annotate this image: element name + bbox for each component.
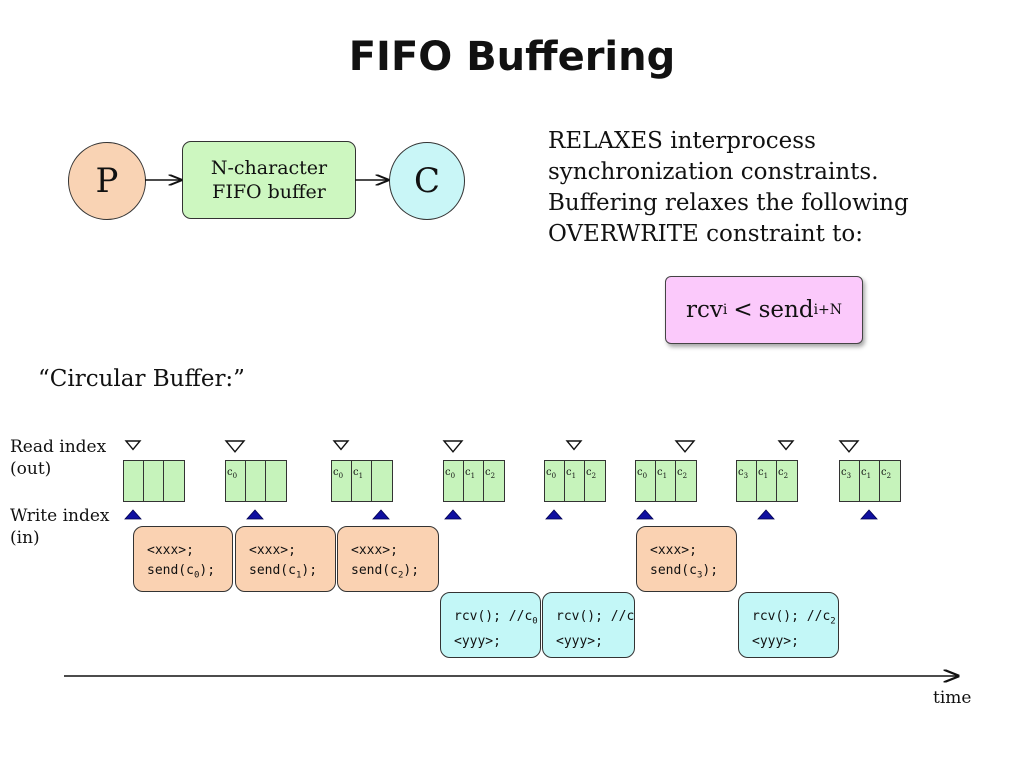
write-index-label-line1: Write index bbox=[10, 506, 110, 526]
constraint-rhs: send bbox=[758, 297, 814, 323]
rcv-line2: <yyy>; bbox=[556, 633, 603, 649]
buffer-cell bbox=[144, 461, 164, 501]
send-line1: <xxx>; bbox=[147, 543, 194, 558]
buffer-cell: c0 bbox=[226, 461, 246, 501]
send-block: <xxx>; send(c0); bbox=[133, 526, 233, 592]
description-line-3: Buffering relaxes the following bbox=[548, 190, 909, 216]
write-index-marker bbox=[545, 509, 563, 520]
send-block: <xxx>; send(c1); bbox=[235, 526, 336, 592]
producer-node: P bbox=[68, 142, 146, 220]
rcv-block: rcv(); //c2 <yyy>; bbox=[738, 592, 839, 658]
rcv-block: rcv(); //c1 <yyy>; bbox=[542, 592, 635, 658]
read-index-marker bbox=[442, 440, 464, 453]
buffer-cell: c2 bbox=[677, 467, 688, 480]
buffer-snapshot bbox=[123, 460, 185, 502]
consumer-node: C bbox=[389, 142, 465, 220]
fifo-buffer-label-line2: FIFO buffer bbox=[212, 181, 326, 203]
write-index-marker bbox=[444, 509, 462, 520]
write-index-label: Write index (in) bbox=[10, 505, 110, 549]
buffer-cell: c2 bbox=[778, 467, 789, 480]
buffer-snapshot: c0 bbox=[225, 460, 287, 502]
rcv-line1: rcv(); //c1 bbox=[556, 609, 635, 624]
buffer-cell: c1 bbox=[352, 461, 372, 501]
constraint-lhs-sub: i bbox=[722, 302, 728, 318]
write-index-marker bbox=[636, 509, 654, 520]
write-index-marker bbox=[372, 509, 390, 520]
rcv-line2: <yyy>; bbox=[454, 633, 501, 649]
buffer-cell: c1 bbox=[860, 461, 880, 501]
read-index-marker bbox=[224, 440, 246, 453]
read-index-label-line2: (out) bbox=[10, 459, 52, 479]
send-line2: send(c0); bbox=[147, 563, 216, 581]
send-line1: <xxx>; bbox=[249, 543, 296, 558]
buffer-cell: c0 bbox=[545, 461, 565, 501]
constraint-lhs: rcv bbox=[685, 297, 723, 323]
read-index-marker bbox=[674, 440, 696, 453]
send-block: <xxx>; send(c2); bbox=[337, 526, 439, 592]
buffer-cell: c0 bbox=[636, 461, 656, 501]
rcv-block: rcv(); //c0 <yyy>; bbox=[440, 592, 541, 658]
send-line1: <xxx>; bbox=[650, 543, 697, 558]
send-line1: <xxx>; bbox=[351, 543, 398, 558]
index-markers bbox=[124, 440, 878, 520]
description-line-2: synchronization constraints. bbox=[548, 159, 879, 185]
write-index-label-line2: (in) bbox=[10, 528, 40, 548]
rcv-line1: rcv(); //c0 bbox=[454, 609, 538, 627]
buffer-cell bbox=[246, 461, 266, 501]
send-line2: send(c3); bbox=[650, 563, 719, 581]
constraint-rhs-sub: i+N bbox=[813, 302, 843, 318]
buffer-cell: c3 bbox=[840, 461, 860, 501]
buffer-cell: c2 bbox=[881, 467, 892, 480]
read-index-marker bbox=[124, 440, 142, 451]
buffer-cell bbox=[124, 461, 144, 501]
slide-title: FIFO Buffering bbox=[348, 34, 676, 80]
constraint-operator: < bbox=[733, 297, 753, 323]
send-line2: send(c1); bbox=[249, 563, 318, 581]
write-index-marker bbox=[124, 509, 142, 520]
buffer-cell: c1 bbox=[656, 461, 676, 501]
read-index-label: Read index (out) bbox=[10, 436, 106, 480]
buffer-cell: c2 bbox=[586, 467, 597, 480]
send-line2: send(c2); bbox=[351, 563, 420, 581]
producer-label: P bbox=[95, 161, 119, 201]
read-index-marker bbox=[838, 440, 860, 453]
description-line-1: RELAXES interprocess bbox=[548, 128, 816, 154]
time-label: time bbox=[933, 688, 972, 708]
circular-buffer-label: “Circular Buffer:” bbox=[38, 366, 245, 392]
write-index-marker bbox=[757, 509, 775, 520]
read-index-marker bbox=[565, 440, 583, 451]
read-index-label-line1: Read index bbox=[10, 437, 107, 457]
send-block: <xxx>; send(c3); bbox=[636, 526, 737, 592]
description-line-4: OVERWRITE constraint to: bbox=[548, 221, 864, 247]
buffer-cell: c2 bbox=[485, 467, 496, 480]
fifo-buffer-label-line1: N-character bbox=[210, 157, 328, 179]
buffer-cell: c0 bbox=[444, 461, 464, 501]
buffer-cell: c0 bbox=[332, 461, 352, 501]
write-index-marker bbox=[860, 509, 878, 520]
buffer-cell: c3 bbox=[737, 461, 757, 501]
read-index-marker bbox=[777, 440, 795, 451]
buffer-cell: c1 bbox=[565, 461, 585, 501]
buffer-cell: c1 bbox=[757, 461, 777, 501]
write-index-marker bbox=[246, 509, 264, 520]
read-index-marker bbox=[332, 440, 350, 451]
description-text: RELAXES interprocess synchronization con… bbox=[548, 126, 909, 250]
rcv-line2: <yyy>; bbox=[752, 633, 799, 649]
consumer-label: C bbox=[413, 161, 440, 201]
buffer-cell: c1 bbox=[464, 461, 484, 501]
rcv-line1: rcv(); //c2 bbox=[752, 609, 836, 627]
